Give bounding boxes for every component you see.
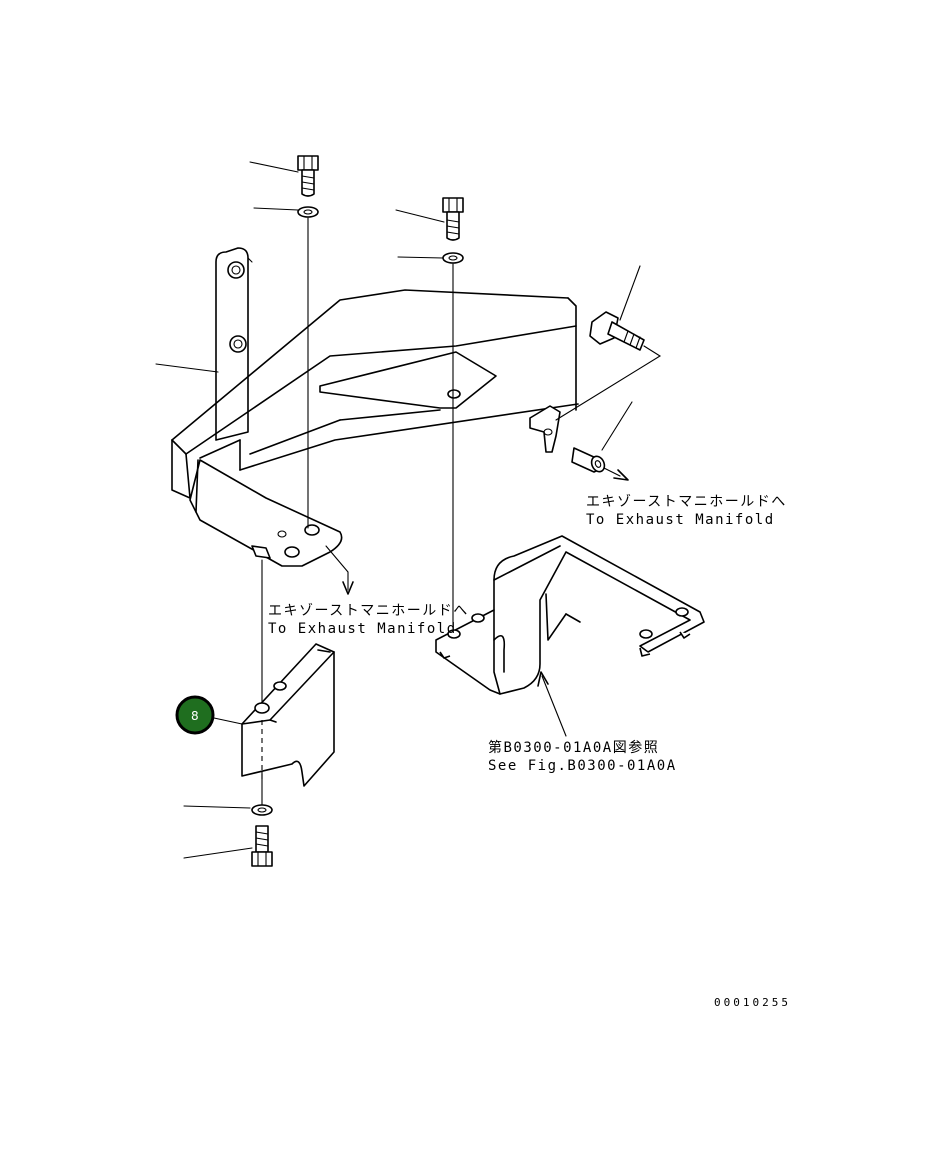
arrow-exhaust-right — [603, 467, 629, 481]
spacer-collar — [571, 447, 606, 473]
bolt-long-right — [589, 311, 645, 351]
leader-bolt-long-right — [619, 265, 641, 321]
heat-shield-cover — [241, 643, 335, 787]
leader-bolt-top-middle — [395, 209, 445, 223]
arrow-exhaust-lower — [325, 545, 354, 595]
washer-top-left — [297, 206, 319, 218]
callout-8[interactable]: 8 — [175, 695, 215, 735]
leader-washer-top-left — [253, 207, 299, 211]
leader-see-fig — [537, 671, 567, 737]
leader-callout-8 — [213, 717, 243, 725]
label-exhaust-right-jp: エキゾーストマニホールドへ — [586, 494, 787, 510]
washer-bottom — [251, 804, 273, 816]
callout-number: 8 — [191, 709, 199, 723]
label-exhaust-lower-jp: エキゾーストマニホールドへ — [268, 603, 469, 619]
catalog-number: 00010255 — [714, 996, 791, 1009]
washer-top-middle — [442, 252, 464, 264]
leader-main-bracket — [155, 363, 219, 373]
leader-spacer — [601, 401, 633, 451]
assembly-line-right — [555, 345, 662, 421]
leader-bolt-bottom — [183, 847, 253, 859]
label-exhaust-right-en: To Exhaust Manifold — [586, 512, 775, 528]
label-see-fig-jp: 第B0300-01A0A図参照 — [488, 739, 659, 756]
main-bracket — [171, 247, 579, 567]
label-exhaust-lower-en: To Exhaust Manifold — [268, 621, 457, 637]
leader-bolt-top-left — [249, 161, 299, 173]
bolt-top-middle — [442, 197, 464, 241]
bolt-bottom — [251, 825, 273, 867]
leader-washer-top-middle — [397, 256, 444, 259]
label-see-fig-en: See Fig.B0300-01A0A — [488, 758, 677, 774]
bolt-top-left — [297, 155, 319, 197]
support-bracket-right — [435, 535, 705, 695]
leader-washer-bottom — [183, 805, 251, 809]
